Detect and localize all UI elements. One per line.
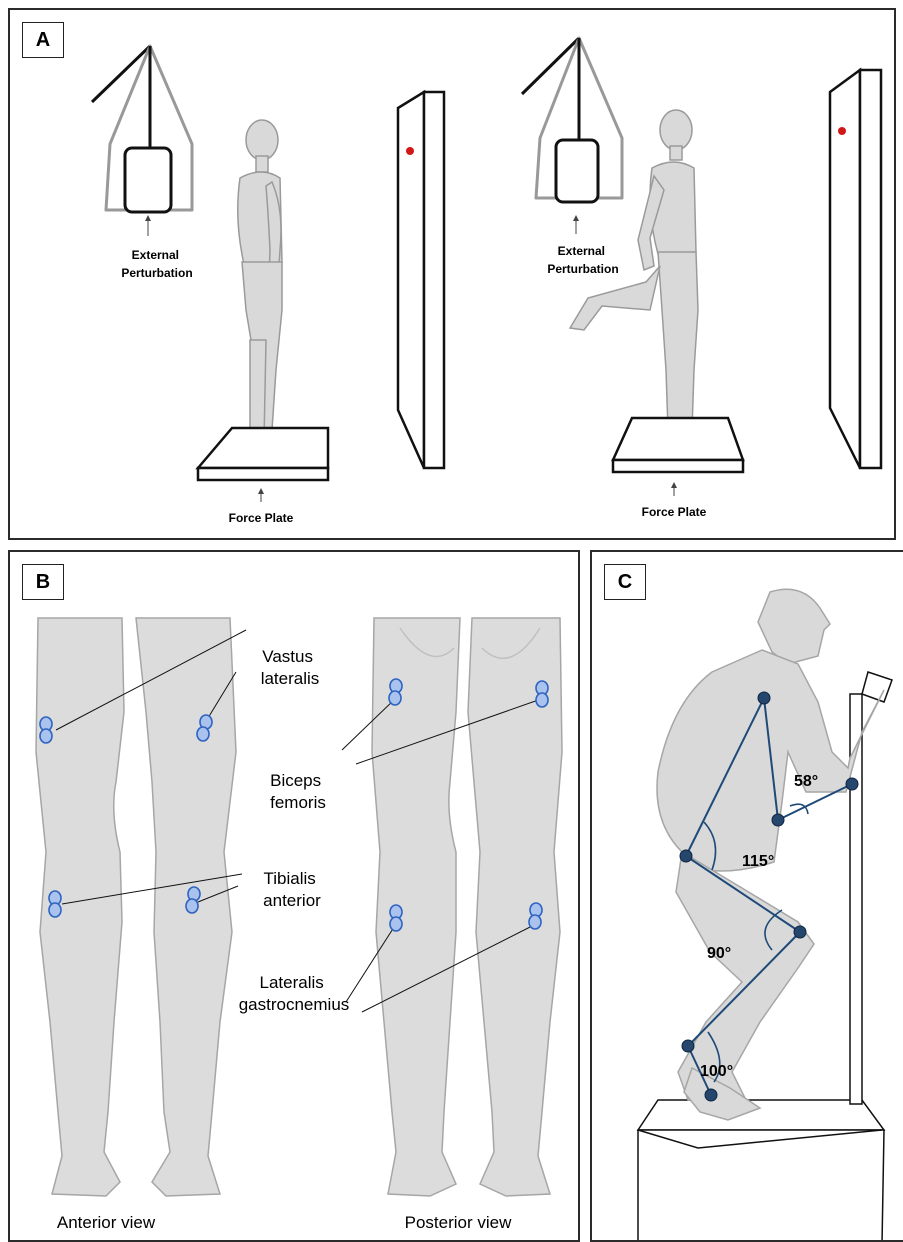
perturbation-device-left: [92, 46, 192, 236]
display-screen-right: [830, 70, 881, 468]
joint-elbow: [772, 814, 784, 826]
panel-a-illustration: External Perturbation Force Plate: [10, 10, 896, 540]
joint-hip: [680, 850, 692, 862]
perturbation-label-left: External Perturbation: [121, 248, 192, 280]
panel-c: C: [590, 550, 903, 1242]
support-frame: [850, 672, 892, 1104]
joint-ankle: [682, 1040, 694, 1052]
force-plate-right: [613, 418, 743, 472]
force-plate-left: [198, 428, 328, 480]
label-vastus-lateralis: Vastus lateralis: [261, 647, 320, 688]
perturbation-device-right: [522, 38, 622, 234]
joint-knee: [794, 926, 806, 938]
standing-figure: [238, 120, 292, 456]
label-tibialis-anterior: Tibialis anterior: [263, 869, 321, 910]
joint-shoulder: [758, 692, 770, 704]
angle-hip: 115°: [742, 853, 774, 870]
label-anterior-view: Anterior view: [57, 1213, 156, 1232]
anterior-legs: [36, 618, 236, 1196]
angle-ankle: 100°: [700, 1063, 733, 1080]
platform: [638, 1100, 884, 1242]
joint-toe: [705, 1089, 717, 1101]
force-plate-label-right: Force Plate: [642, 505, 707, 519]
target-marker-right: [838, 127, 846, 135]
panel-a: A External Perturbation: [8, 8, 896, 540]
joint-wrist: [846, 778, 858, 790]
angle-knee: 90°: [707, 945, 731, 962]
force-plate-label-left: Force Plate: [229, 511, 294, 525]
panel-b: B: [8, 550, 580, 1242]
label-biceps-femoris: Biceps femoris: [270, 771, 326, 812]
panel-c-illustration: 58° 115° 90° 100°: [592, 552, 903, 1242]
target-marker-left: [406, 147, 414, 155]
perturbation-label-right: External Perturbation: [547, 244, 618, 276]
panel-b-illustration: Vastus lateralis Biceps femoris Tibialis…: [10, 552, 580, 1242]
label-posterior-view: Posterior view: [405, 1213, 512, 1232]
label-lateralis-gastrocnemius: Lateralis gastrocnemius: [239, 973, 350, 1014]
angle-elbow: 58°: [794, 773, 818, 790]
display-screen-left: [398, 92, 444, 468]
